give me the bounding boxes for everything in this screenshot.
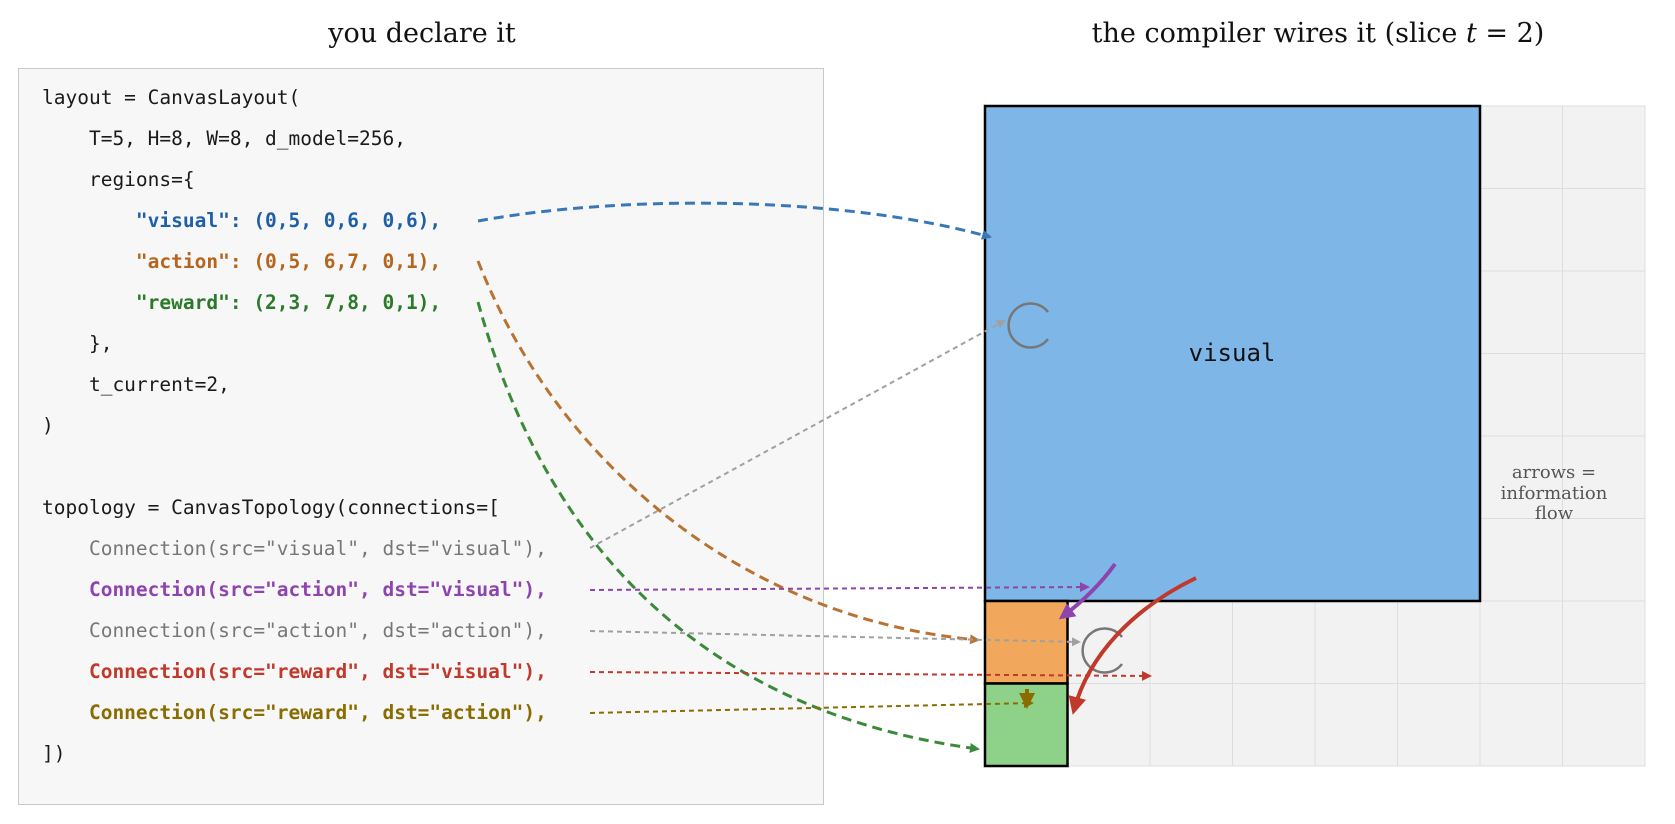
code-line-action-visual: Connection(src="action", dst="visual"), <box>42 578 547 601</box>
reward-region-arrow <box>476 301 980 753</box>
code-line: t_current=2, <box>42 373 230 396</box>
right-title: the compiler wires it (slice t = 2) <box>1092 18 1545 49</box>
visual-region-arrow <box>477 201 992 240</box>
code-line-visual-region: "visual": (0,5, 0,6, 0,6), <box>42 209 441 232</box>
action-region <box>983 599 1069 685</box>
code-line-action-region: "action": (0,5, 6,7, 0,1), <box>42 250 441 273</box>
visual-self-loop <box>1007 302 1049 349</box>
reward-visual-connection-arrow <box>589 670 1152 681</box>
visual-region <box>983 104 1482 603</box>
note-line: arrows = <box>1512 462 1596 483</box>
code-line: topology = CanvasTopology(connections=[ <box>42 496 500 519</box>
note-line: flow <box>1535 503 1574 524</box>
code-line-reward-action: Connection(src="reward", dst="action"), <box>42 701 547 724</box>
visual-region-label: visual <box>1189 339 1276 367</box>
note-line: information <box>1501 483 1608 504</box>
code-line: ]) <box>42 742 65 765</box>
arrows-note: arrows = information flow <box>1501 462 1608 524</box>
canvas-grid: visual <box>983 104 1646 768</box>
code-line: ) <box>42 414 54 437</box>
action-self-loop <box>1081 627 1123 674</box>
code-line-action-action: Connection(src="action", dst="action"), <box>42 619 547 642</box>
code-line: }, <box>42 332 112 355</box>
code-line: T=5, H=8, W=8, d_model=256, <box>42 127 406 150</box>
action-action-connection-arrow <box>589 630 1081 647</box>
action-to-visual-wire <box>1058 562 1117 620</box>
code-line-reward-region: "reward": (2,3, 7,8, 0,1), <box>42 291 441 314</box>
visual-visual-connection-arrow <box>589 320 1006 549</box>
action-visual-connection-arrow <box>589 582 1090 593</box>
reward-action-connection-arrow <box>589 698 1034 714</box>
reward-to-visual-wire <box>1068 576 1197 715</box>
code-panel <box>18 68 824 805</box>
left-title: you declare it <box>327 18 516 49</box>
code-line: regions={ <box>42 168 195 191</box>
action-region-arrow <box>476 260 980 645</box>
code-block: layout = CanvasLayout( T=5, H=8, W=8, d_… <box>42 86 547 765</box>
code-line: layout = CanvasLayout( <box>42 86 300 109</box>
code-line-reward-visual: Connection(src="reward", dst="visual"), <box>42 660 547 683</box>
code-line-visual-visual: Connection(src="visual", dst="visual"), <box>42 537 547 560</box>
